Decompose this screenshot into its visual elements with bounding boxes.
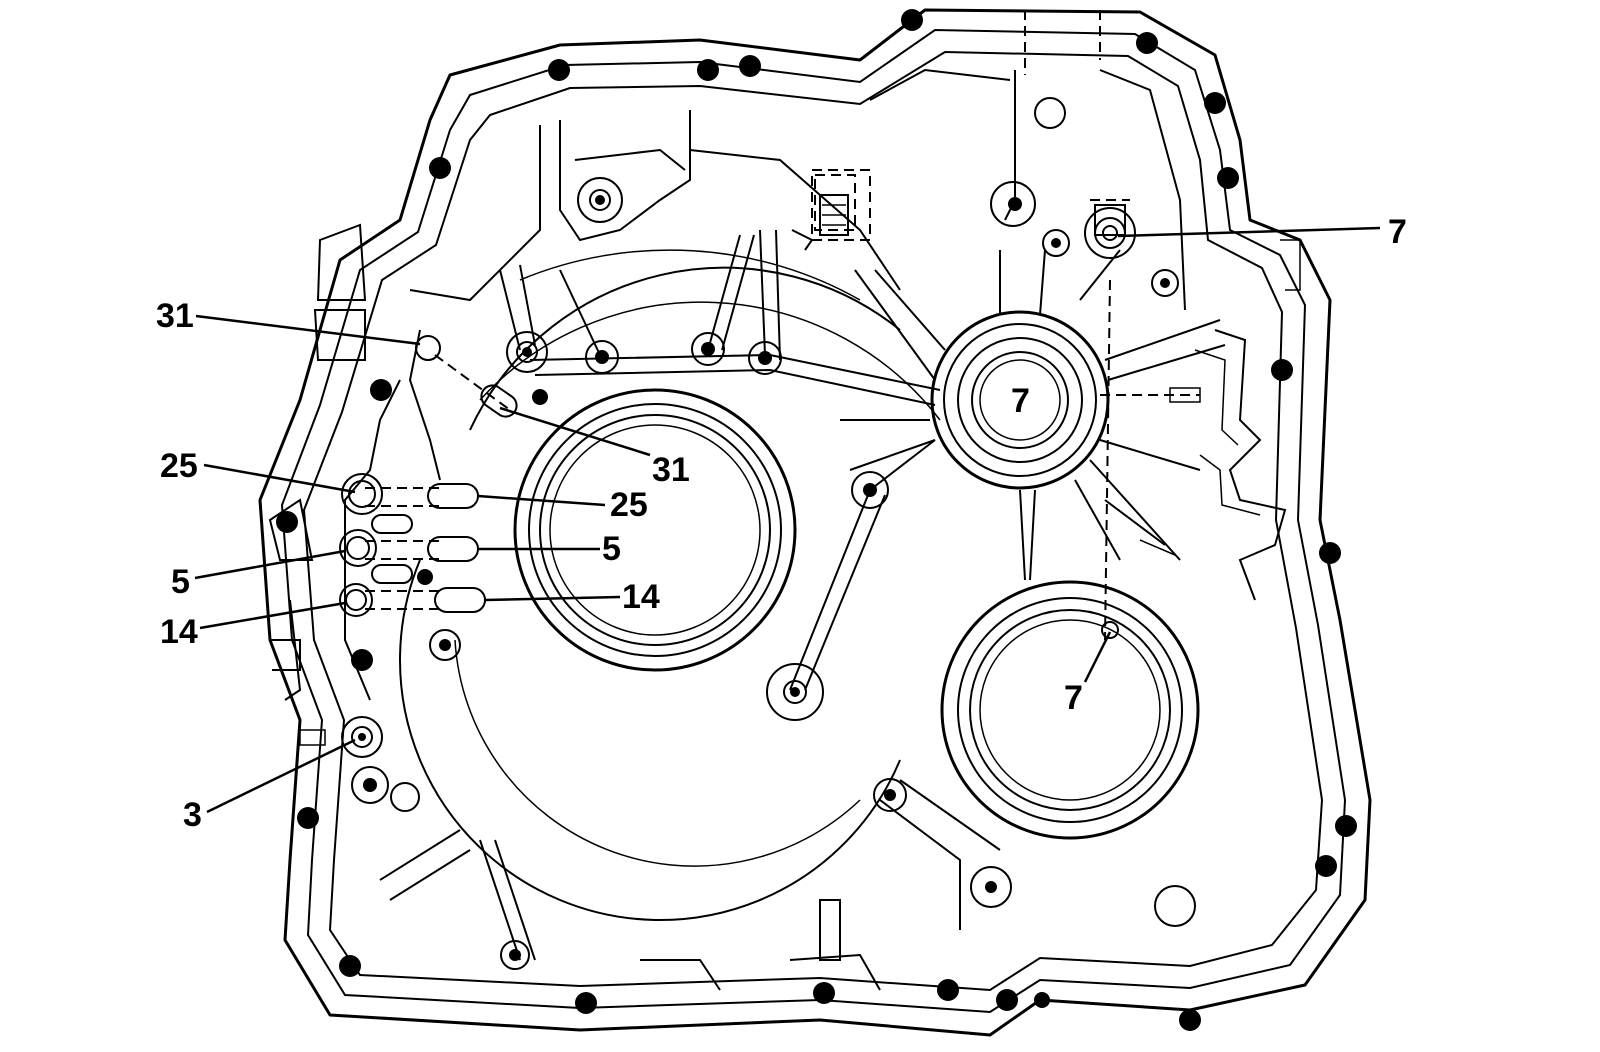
leader-31-left: [195, 314, 421, 346]
callout-25-right: 25: [610, 486, 648, 524]
leader-31-right: [499, 406, 651, 457]
left-edge-features: [268, 223, 367, 701]
callout-3: 3: [183, 796, 202, 834]
leader-14-left: [199, 601, 346, 630]
callout-ports: [339, 473, 1119, 639]
callout-5-left: 5: [171, 563, 190, 601]
leader-14-right: [484, 595, 621, 602]
right-side-ribs: [1194, 239, 1301, 601]
case-outer-flange: [258, 8, 1372, 1037]
callout-7-top: 7: [1388, 213, 1407, 251]
leader-7-bottom: [1083, 631, 1112, 683]
callout-31-left: 31: [156, 297, 194, 335]
callout-labels: 31 31 25 25 5 5 14 14 3 7 7 7: [156, 213, 1407, 834]
bosses: [341, 97, 1196, 970]
leader-lines: [194, 226, 1381, 814]
fluid-passages: [365, 10, 1200, 641]
callout-14-left: 14: [160, 613, 198, 651]
upper-pockets: [344, 68, 1186, 701]
fittings: [299, 174, 1201, 746]
callout-31-right: 31: [652, 451, 690, 489]
main-bore: [399, 249, 941, 921]
callout-5-right: 5: [602, 530, 621, 568]
callout-14-right: 14: [622, 578, 660, 616]
case-ribs: [379, 229, 1001, 991]
callout-7-center: 7: [1011, 382, 1030, 420]
bearing-ribs: [840, 249, 1226, 581]
leader-5-left: [194, 549, 346, 580]
callout-7-bottom: 7: [1064, 679, 1083, 717]
leader-25-left: [203, 463, 356, 494]
lower-bearing-bore: [940, 580, 1200, 840]
callout-25-left: 25: [160, 447, 198, 485]
leader-25-right: [477, 494, 606, 507]
leader-3: [206, 738, 356, 814]
leader-7-top: [1117, 226, 1381, 238]
flange-bolt-holes: [276, 9, 1357, 1031]
